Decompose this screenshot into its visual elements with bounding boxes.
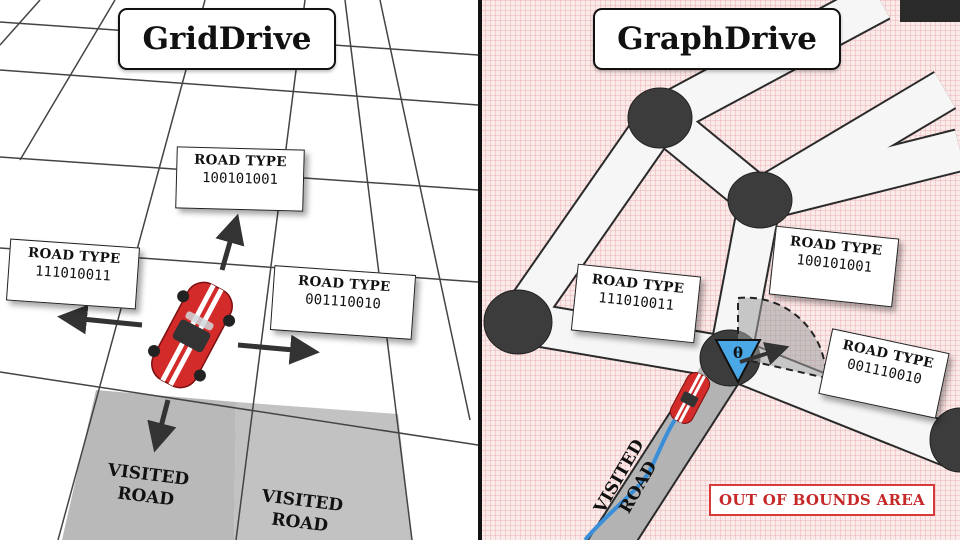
direction-arrows: [57, 213, 320, 453]
node: [727, 171, 793, 229]
road-type-label-east: ROAD TYPE 001110010: [269, 265, 417, 340]
griddrive-panel: GridDrive ROAD TYPE 100101001 ROAD TYPE …: [0, 0, 478, 540]
grid-lines: [0, 0, 478, 540]
out-of-bounds-label: OUT OF BOUNDS AREA: [709, 484, 935, 516]
graphdrive-scene: [482, 0, 960, 540]
arrow-south: [147, 399, 177, 453]
panel-divider: [478, 0, 482, 540]
griddrive-title: GridDrive: [118, 8, 336, 70]
road-type-heading: ROAD TYPE: [193, 151, 288, 171]
visited-cell-left: [62, 390, 236, 540]
visited-cell-right: [234, 402, 412, 540]
road-type-label-west: ROAD TYPE 111010011: [5, 238, 141, 310]
arrow-west: [57, 304, 143, 335]
visited-road-segment: [589, 347, 747, 540]
node: [627, 87, 693, 149]
road-type-label-north: ROAD TYPE 100101001: [175, 146, 305, 212]
angle-symbol: θ: [732, 344, 743, 362]
car: [148, 281, 236, 389]
heading-arrow: [739, 342, 790, 366]
road-type-label-upper: ROAD TYPE 100101001: [768, 225, 900, 308]
griddrive-title-text: GridDrive: [142, 21, 312, 57]
road-type-label-left: ROAD TYPE 111010011: [570, 263, 702, 344]
arrow-north: [215, 213, 245, 271]
trajectory-line: [583, 398, 692, 540]
arrow-east: [237, 334, 320, 365]
node: [929, 407, 960, 473]
griddrive-scene: [0, 0, 478, 540]
car: [669, 372, 711, 424]
graph-nodes: [483, 87, 960, 473]
road-type-code: 100101001: [201, 170, 279, 188]
graphdrive-title-text: GraphDrive: [617, 21, 817, 57]
node: [483, 289, 553, 355]
graphdrive-panel: GraphDrive ROAD TYPE 100101001 ROAD TYPE…: [482, 0, 960, 540]
graphdrive-title: GraphDrive: [593, 8, 841, 70]
